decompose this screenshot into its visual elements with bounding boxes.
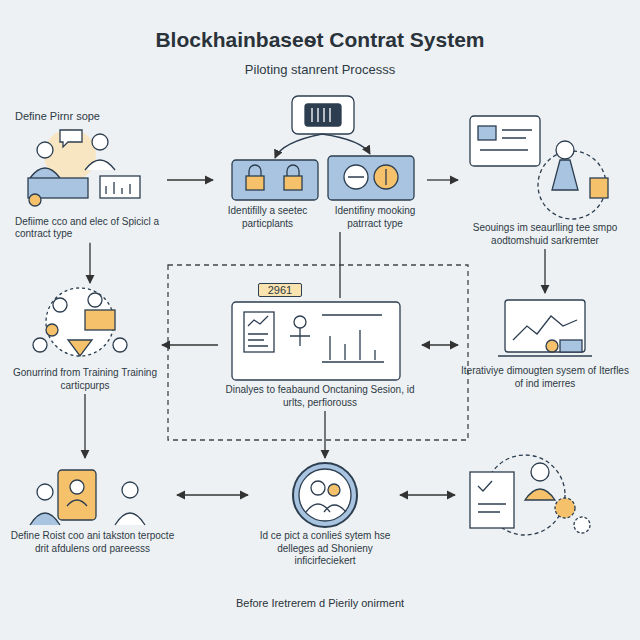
connector-arrow xyxy=(544,249,545,293)
connector-arrow xyxy=(427,179,458,180)
process-step: Identifiny mooking patrract type xyxy=(325,155,425,230)
step-text: Defiime cco and elec of Spicicl a contra… xyxy=(15,216,165,241)
step-text: Identifiny mooking patrract type xyxy=(325,205,425,230)
step-heading: Define Pirnr sope xyxy=(15,110,165,124)
icon-space xyxy=(325,155,425,205)
process-step: Define Pirnr sopeDefiime cco and elec of… xyxy=(15,110,165,241)
step-text: Gonurrind from Training Training carticp… xyxy=(10,367,160,392)
connector-arrow xyxy=(167,179,213,180)
step-text: Id ce pict a conlieś sytem hse delleges … xyxy=(250,530,400,568)
icon-space xyxy=(460,110,630,222)
step-text: Dinalyes to feabaund Onctaning Sesion, i… xyxy=(220,384,420,409)
connector-arrow xyxy=(339,232,340,298)
connector-arrow xyxy=(422,344,458,345)
step-text: Seouings im seaurlling tee smpo aodtomsh… xyxy=(460,222,630,247)
process-step: Id ce pict a conlieś sytem hse delleges … xyxy=(250,460,400,568)
icon-space xyxy=(215,155,320,205)
process-step: Define Roist coo ani takston terpocte dr… xyxy=(10,460,175,555)
process-step: Iterativiye dimougten sysem of Iterfles … xyxy=(460,295,630,390)
diagram-title: Blockhainbaseѳt Contrat System xyxy=(0,28,640,52)
process-step: Gonurrind from Training Training carticp… xyxy=(10,285,160,392)
connector-arrow xyxy=(177,494,248,495)
connector-arrow xyxy=(84,394,85,458)
icon-space xyxy=(460,295,630,365)
icon-space xyxy=(10,460,175,530)
callout-number: 2961 xyxy=(258,283,302,297)
icon-space xyxy=(15,124,165,216)
step-text: Iterativiye dimougten sysem of Iterfles … xyxy=(460,365,630,390)
step-text: Identifilly a seetec particplants xyxy=(215,205,320,230)
process-step: Dinalyes to feabaund Onctaning Sesion, i… xyxy=(220,300,420,409)
subtitle: Piloting stanrent Processs xyxy=(0,62,640,77)
connector-arrow xyxy=(162,344,218,345)
icon-space xyxy=(250,460,400,530)
icon-space xyxy=(10,285,160,367)
process-step: Seouings im seaurlling tee smpo aodtomsh… xyxy=(460,110,630,247)
caption: Before Iretrerem d Pierily onirment xyxy=(0,597,640,609)
icon-space xyxy=(220,300,420,384)
connector-arrow xyxy=(324,411,325,458)
connector-arrow xyxy=(89,243,90,283)
process-step: Identifilly a seetec particplants xyxy=(215,155,320,230)
step-text: Define Roist coo ani takston terpocte dr… xyxy=(10,530,175,555)
